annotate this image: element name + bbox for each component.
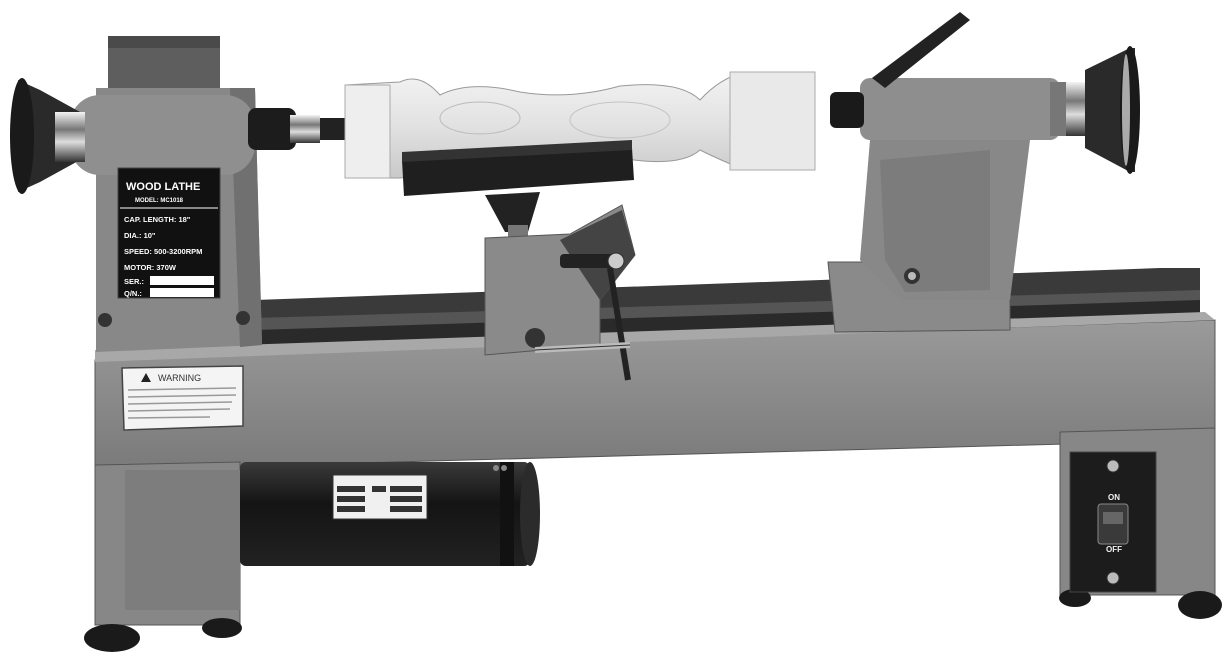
nameplate: WOOD LATHE MODEL: MC1018 CAP. LENGTH: 18… <box>117 167 221 299</box>
nameplate-qnd: Q/N.: <box>124 289 142 298</box>
tool-rest-banjo <box>484 204 636 381</box>
handwheel-right <box>1066 46 1140 174</box>
motor <box>240 462 540 566</box>
warning-heading: WARNING <box>158 373 201 383</box>
bolt-icon <box>98 313 112 327</box>
switch-off-label: OFF <box>1106 545 1122 554</box>
nameplate-cap-length: CAP. LENGTH: 18" <box>124 215 191 224</box>
nameplate-ser: SER.: <box>124 277 144 286</box>
nameplate-speed: SPEED: 500-3200RPM <box>124 247 202 256</box>
headstock-spindle <box>248 108 346 150</box>
headstock: WOOD LATHE MODEL: MC1018 CAP. LENGTH: 18… <box>70 36 262 352</box>
foot-front-right <box>1178 591 1222 619</box>
handwheel-left <box>10 78 85 194</box>
screw-icon <box>1106 459 1120 473</box>
banjo-cam-lever <box>525 328 631 353</box>
foot-front-left <box>84 624 140 652</box>
power-switch-box: ON OFF <box>1069 451 1157 593</box>
foot-back-right <box>1059 589 1091 607</box>
nameplate-dia: DIA.: 10" <box>124 231 156 240</box>
foot-back-left <box>202 618 242 638</box>
banjo-lock-handle <box>560 252 631 381</box>
nameplate-model: MODEL: MC1018 <box>135 198 184 204</box>
tailstock-lock-lever <box>872 12 970 88</box>
screw-icon <box>1106 571 1120 585</box>
warning-triangle-icon <box>141 373 151 382</box>
nameplate-title: WOOD LATHE <box>126 181 200 193</box>
tailstock <box>827 12 1140 333</box>
switch-on-label: ON <box>1108 493 1120 502</box>
warning-label: WARNING <box>121 365 244 431</box>
bolt-icon <box>236 311 250 325</box>
nameplate-motor: MOTOR: 370W <box>124 263 177 272</box>
tool-rest <box>402 140 634 241</box>
